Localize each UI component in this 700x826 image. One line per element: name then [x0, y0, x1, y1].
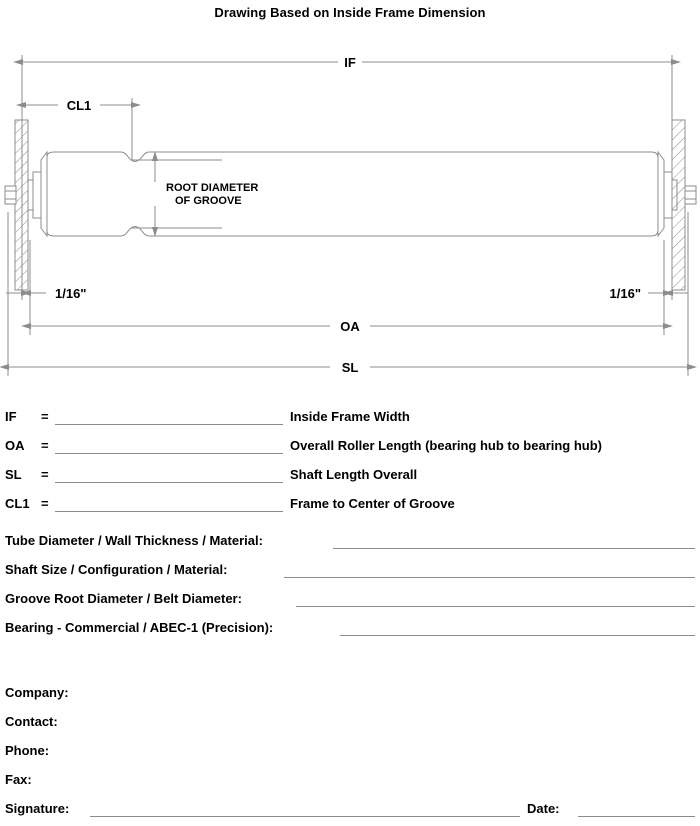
legend-abbr-oa: OA [5, 438, 25, 453]
contact-label-fax: Fax: [5, 772, 32, 787]
spec-label-shaft: Shaft Size / Configuration / Material: [5, 562, 228, 577]
legend-input-if[interactable] [55, 424, 283, 425]
contact-label-signature: Signature: [5, 801, 70, 816]
right-shaft-stub [684, 185, 697, 205]
signature-input[interactable] [90, 816, 520, 817]
legend-input-cl1[interactable] [55, 511, 283, 512]
left-frame-rail [14, 119, 29, 291]
spec-input-groove[interactable] [296, 606, 695, 607]
right-bearing-collar [663, 171, 673, 219]
dim-label-oa: OA [340, 319, 360, 334]
spec-input-bearing[interactable] [340, 635, 695, 636]
spec-row-bearing: Bearing - Commercial / ABEC-1 (Precision… [0, 616, 700, 645]
spec-row-groove: Groove Root Diameter / Belt Diameter: [0, 587, 700, 616]
dim-label-sl: SL [342, 360, 359, 375]
legend-equals-if: = [41, 409, 49, 424]
page-title: Drawing Based on Inside Frame Dimension [214, 5, 486, 20]
contact-row-signature: Signature: Date: [0, 797, 700, 826]
contact-row-phone: Phone: [0, 739, 700, 768]
left-shaft-stub [4, 185, 17, 205]
legend-section: IF = Inside Frame Width OA = Overall Rol… [0, 405, 700, 521]
spec-form: IF = Inside Frame Width OA = Overall Rol… [0, 405, 700, 826]
spec-label-tube: Tube Diameter / Wall Thickness / Materia… [5, 533, 263, 548]
left-bearing-collar [32, 171, 42, 219]
legend-desc-cl1: Frame to Center of Groove [290, 496, 455, 511]
contact-row-company: Company: [0, 681, 700, 710]
contact-section: Company: Contact: Phone: Fax: Signature:… [0, 681, 700, 826]
legend-desc-sl: Shaft Length Overall [290, 467, 418, 482]
legend-equals-oa: = [41, 438, 49, 453]
legend-row-if: IF = Inside Frame Width [0, 405, 700, 434]
spec-input-tube[interactable] [333, 548, 695, 549]
specification-section: Tube Diameter / Wall Thickness / Materia… [0, 529, 700, 645]
spec-input-shaft[interactable] [284, 577, 695, 578]
contact-label-date: Date: [527, 801, 560, 816]
dim-label-cl1: CL1 [67, 98, 92, 113]
spec-row-shaft: Shaft Size / Configuration / Material: [0, 558, 700, 587]
legend-input-oa[interactable] [55, 453, 283, 454]
legend-abbr-cl1: CL1 [5, 496, 30, 511]
legend-equals-sl: = [41, 467, 49, 482]
roller-technical-drawing: IF CL1 OA SL 1/16" 1/16" ROOT DIAMETER O… [0, 55, 697, 376]
date-input[interactable] [578, 816, 695, 817]
legend-desc-oa: Overall Roller Length (bearing hub to be… [290, 438, 603, 453]
left-bearing-hub-taper [40, 150, 48, 238]
root-diameter-label-line2: OF GROOVE [175, 195, 242, 207]
right-frame-rail [671, 119, 686, 291]
spec-row-tube: Tube Diameter / Wall Thickness / Materia… [0, 529, 700, 558]
legend-row-sl: SL = Shaft Length Overall [0, 463, 700, 492]
root-diameter-label-line1: ROOT DIAMETER [166, 182, 258, 194]
contact-row-fax: Fax: [0, 768, 700, 797]
spec-label-groove: Groove Root Diameter / Belt Diameter: [5, 591, 242, 606]
legend-row-cl1: CL1 = Frame to Center of Groove [0, 492, 700, 521]
right-bearing-hub-taper [657, 150, 665, 238]
contact-row-contact: Contact: [0, 710, 700, 739]
dim-label-gap-left: 1/16" [55, 286, 86, 301]
legend-equals-cl1: = [41, 496, 49, 511]
legend-input-sl[interactable] [55, 482, 283, 483]
legend-row-oa: OA = Overall Roller Length (bearing hub … [0, 434, 700, 463]
dim-label-gap-right: 1/16" [610, 286, 641, 301]
legend-abbr-if: IF [5, 409, 17, 424]
dim-label-if: IF [344, 55, 356, 70]
roller-tube-body [46, 151, 659, 237]
spec-label-bearing: Bearing - Commercial / ABEC-1 (Precision… [5, 620, 274, 635]
left-shaft-inner [27, 179, 34, 211]
legend-abbr-sl: SL [5, 467, 22, 482]
contact-label-contact: Contact: [5, 714, 58, 729]
contact-label-company: Company: [5, 685, 69, 700]
contact-label-phone: Phone: [5, 743, 50, 758]
legend-desc-if: Inside Frame Width [290, 409, 410, 424]
